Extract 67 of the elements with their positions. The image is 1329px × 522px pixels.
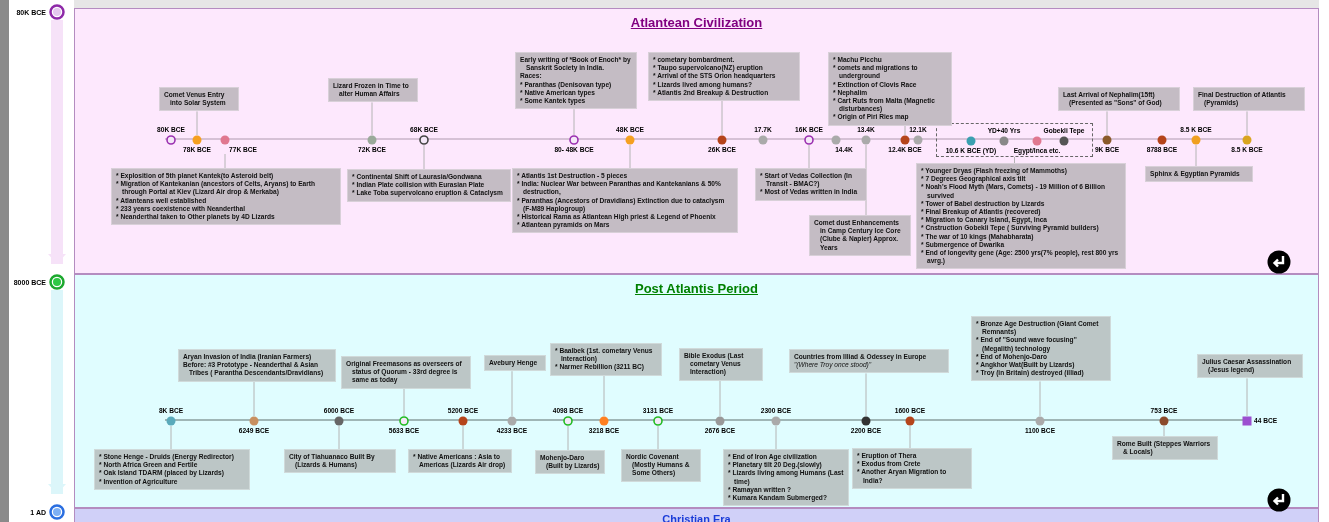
section-title: Atlantean Civilization [630, 15, 763, 30]
callout-box [723, 449, 849, 507]
callout-box [621, 449, 701, 482]
callout-box [484, 355, 546, 372]
leader-line [719, 380, 721, 417]
leader-line [1039, 380, 1041, 417]
callout-box [1058, 87, 1180, 112]
callout-box [1112, 436, 1218, 461]
leader-line [629, 144, 631, 169]
leader-line [1246, 110, 1248, 136]
leader-line [170, 425, 172, 450]
leader-line [1106, 110, 1108, 136]
callout-box [828, 52, 952, 126]
band-arrow [48, 290, 66, 494]
leader-line [721, 100, 723, 136]
callout-box [916, 163, 1126, 270]
callout-box [648, 52, 800, 101]
leader-line [371, 101, 373, 136]
callout-box [341, 356, 471, 389]
callout-box [111, 168, 341, 226]
leader-line [423, 144, 425, 170]
band-arrow [48, 20, 66, 264]
leader-line [657, 425, 659, 450]
section-panel [74, 8, 1319, 274]
callout-box [94, 449, 250, 490]
callout-box [852, 448, 972, 489]
section-panel [74, 508, 1319, 522]
callout-box [1145, 166, 1253, 183]
callout-box [971, 316, 1111, 382]
section-title: Post Atlantis Period [634, 281, 758, 296]
callout-box [328, 78, 418, 103]
leader-line [1246, 377, 1248, 417]
leader-line [567, 425, 569, 451]
callout-box [284, 449, 396, 474]
leader-line [865, 144, 867, 216]
leader-line [909, 425, 911, 449]
callout-box [789, 349, 949, 374]
leader-line [462, 425, 464, 450]
leader-line [196, 110, 198, 136]
leader-line [338, 425, 340, 450]
callout-box [515, 52, 637, 110]
leader-line [1163, 425, 1165, 437]
callout-box [408, 449, 512, 474]
leader-line [603, 375, 605, 417]
callout-box [755, 168, 867, 201]
leader-line [573, 108, 575, 136]
leader-line [865, 372, 867, 417]
callout-box [1193, 87, 1305, 112]
leader-line [775, 425, 777, 450]
leader-line [808, 144, 810, 169]
leader-line [1195, 144, 1197, 167]
callout-box [159, 87, 239, 112]
callout-box [679, 348, 763, 381]
callout-box [178, 349, 336, 382]
callout-box [550, 343, 662, 376]
callout-box [512, 168, 738, 234]
leader-line [511, 370, 513, 417]
callout-box [535, 450, 605, 475]
leader-line [1014, 156, 1015, 164]
callout-box [347, 169, 511, 202]
leader-line [403, 388, 405, 417]
leader-line [253, 381, 255, 417]
callout-box [1197, 354, 1303, 379]
section-panel [74, 274, 1319, 508]
leader-line [224, 153, 226, 169]
leader-line [904, 125, 906, 136]
callout-box [809, 215, 911, 256]
